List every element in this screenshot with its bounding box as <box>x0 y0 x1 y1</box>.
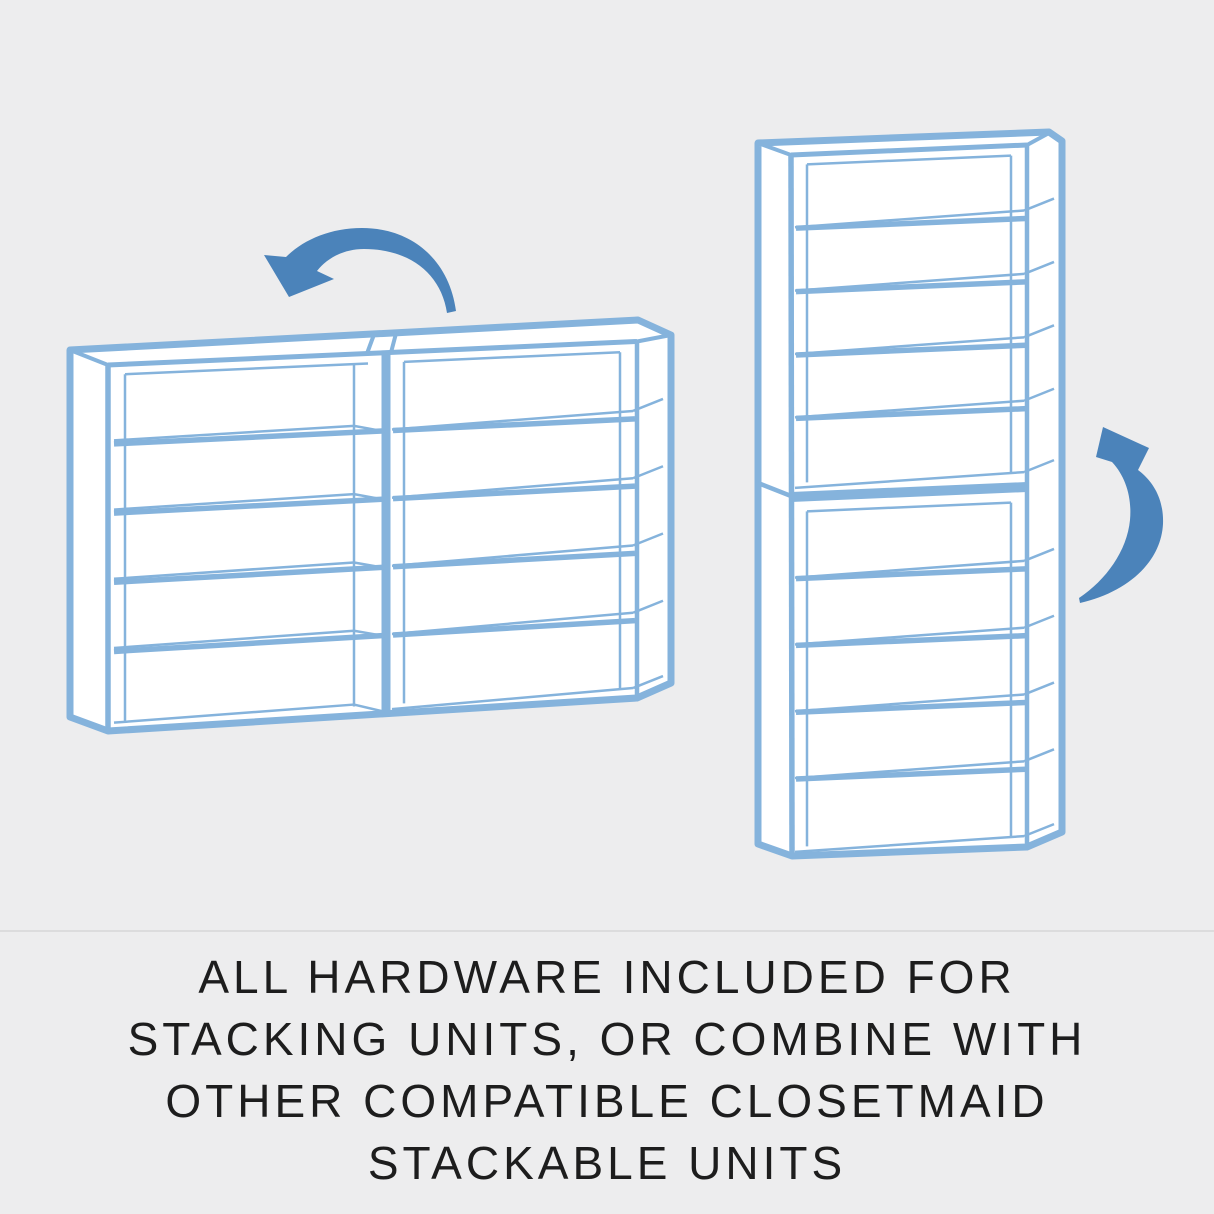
caption: ALL HARDWARE INCLUDED FOR STACKING UNITS… <box>0 946 1214 1194</box>
section-divider <box>0 930 1214 932</box>
horizontal-shelf-unit-illustration <box>66 316 675 735</box>
caption-line: STACKING UNITS, OR COMBINE WITH <box>127 1013 1087 1065</box>
stacking-diagram <box>66 128 1164 860</box>
caption-line: OTHER COMPATIBLE CLOSETMAID <box>165 1075 1049 1127</box>
caption-line: ALL HARDWARE INCLUDED FOR <box>198 951 1016 1003</box>
caption-line: STACKABLE UNITS <box>367 1137 847 1189</box>
rotate-up-left-arrow-icon <box>1079 427 1164 603</box>
rotate-down-left-arrow-icon <box>264 228 456 313</box>
vertical-shelf-unit-illustration <box>754 128 1066 860</box>
